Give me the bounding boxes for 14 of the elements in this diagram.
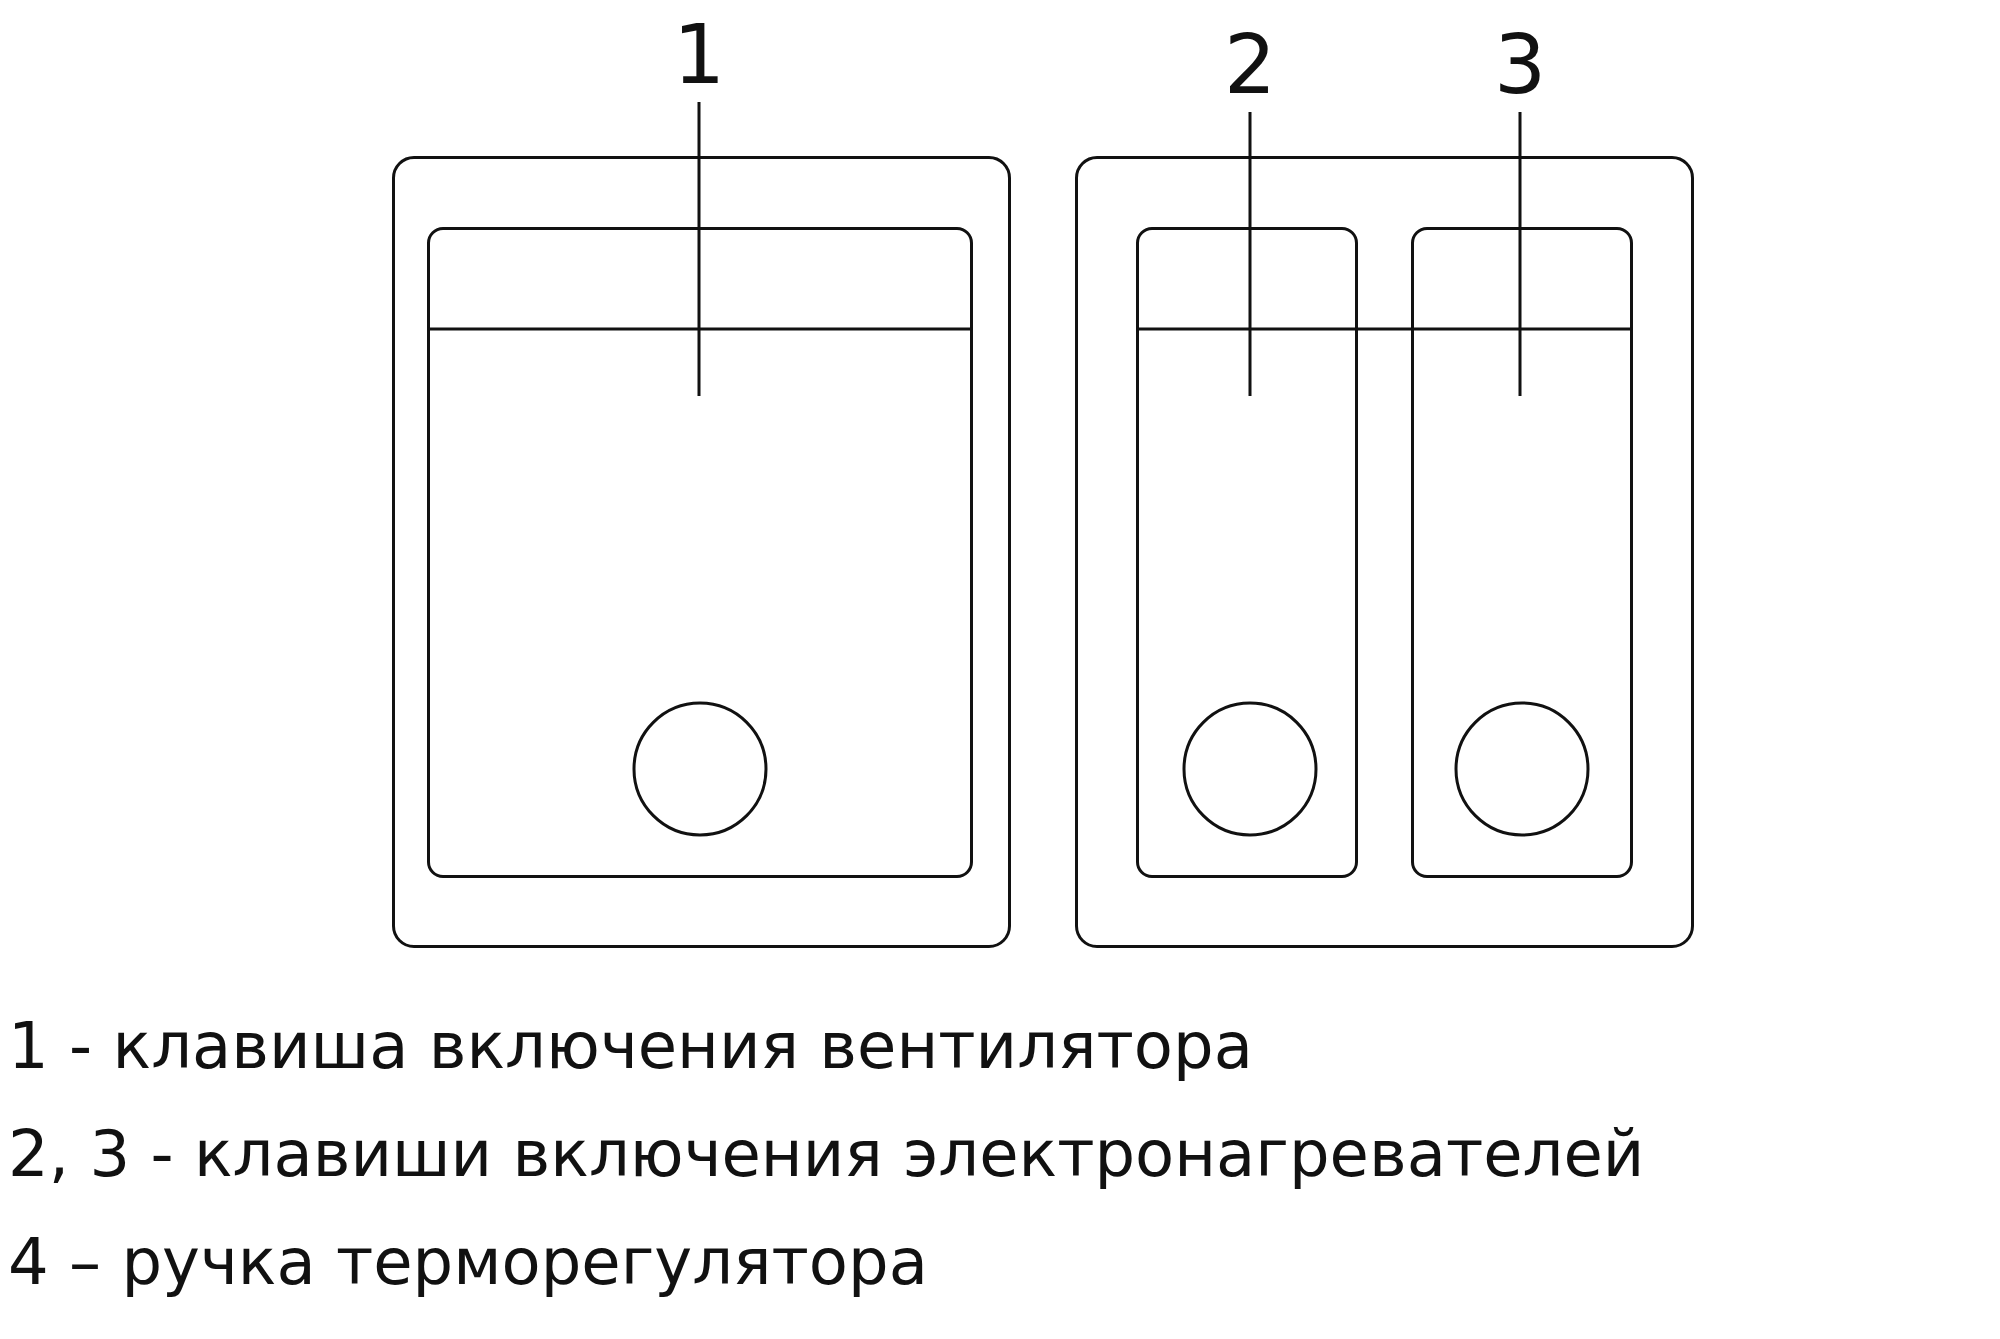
leader-line (697, 102, 701, 396)
switch-key (427, 227, 973, 878)
callout-number: 1 (659, 14, 739, 96)
legend-text: 2, 3 - клавиши включения электронагревателей (8, 1116, 1645, 1193)
callout-number: 2 (1210, 24, 1290, 106)
legend-text: 1 - клавиша включения вентилятора (8, 1008, 1253, 1085)
switch-panel (1075, 156, 1694, 948)
legend-text: 4 – ручка терморегулятора (8, 1224, 928, 1301)
leader-line (1248, 112, 1252, 396)
leader-line (1518, 112, 1522, 396)
callout-number: 3 (1480, 24, 1560, 106)
switch-panel (392, 156, 1011, 948)
switch-key (1411, 227, 1633, 878)
switch-key (1136, 227, 1358, 878)
